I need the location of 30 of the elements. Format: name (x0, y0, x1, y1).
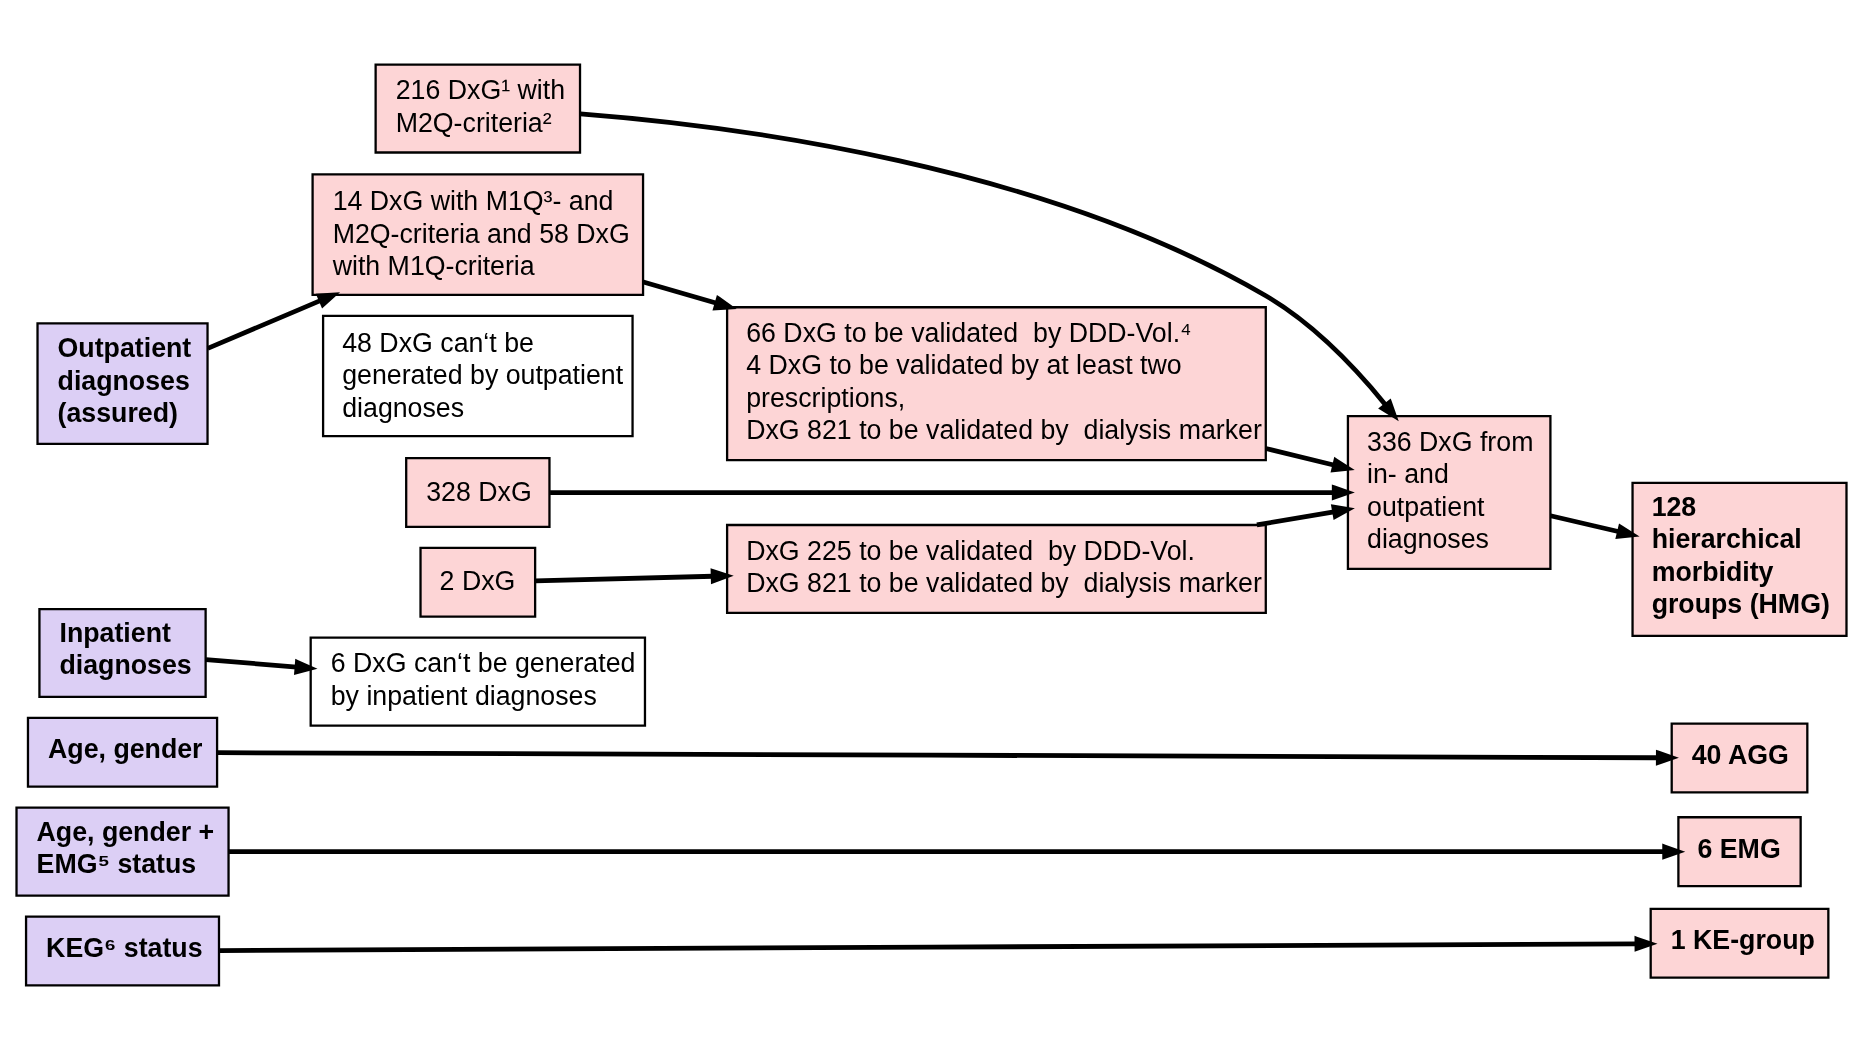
node-box: 328 DxG (405, 456, 551, 528)
node-box: 40 AGG (1670, 722, 1809, 794)
node-box: 1 KE-group (1649, 907, 1830, 979)
arrow (535, 567, 734, 584)
arrow (580, 111, 1399, 421)
node-box: 6 DxG can‘t be generated by inpatient diagnoses (309, 636, 647, 727)
node-box: 216 DxG¹ with M2Q-criteria² (374, 63, 582, 154)
arrow (642, 279, 737, 310)
node-box: 14 DxG with M1Q³- and M2Q-criteria and 58 DxG with M1Q-criteria (311, 172, 645, 296)
arrow (205, 656, 318, 675)
arrow (1549, 512, 1640, 539)
node-box: 128 hierarchical morbidity groups (HMG) (1631, 481, 1848, 637)
node-box: 6 EMG (1677, 815, 1802, 887)
arrow (550, 484, 1355, 501)
arrow (1265, 445, 1355, 472)
arrow (229, 843, 1686, 860)
node-box: 48 DxG can‘t be generated by outpatient diagnoses (321, 314, 634, 437)
node-box: Outpatient diagnoses (assured) (36, 321, 209, 445)
node-box: Inpatient diagnoses (38, 607, 207, 698)
node-box: 336 DxG from in- and outpatient diagnoses (1346, 414, 1552, 570)
arrow (219, 935, 1658, 953)
arrow (1256, 503, 1355, 527)
arrow (217, 749, 1679, 766)
node-box: KEG⁶ status (24, 914, 221, 986)
node-box: DxG 225 to be validated by DDD-Vol. DxG 821 to be validated by dialysis marker (725, 523, 1267, 614)
node-box: 66 DxG to be validated by DDD-Vol.⁴ 4 DxG to be validated by at least two prescriptions, DxG 821 to be validated by dialysis marker (725, 305, 1267, 461)
node-box: Age, gender + EMG⁵ status (15, 806, 230, 897)
node-box: Age, gender (26, 716, 219, 788)
arrow (206, 291, 341, 351)
node-box: 2 DxG (419, 546, 537, 618)
